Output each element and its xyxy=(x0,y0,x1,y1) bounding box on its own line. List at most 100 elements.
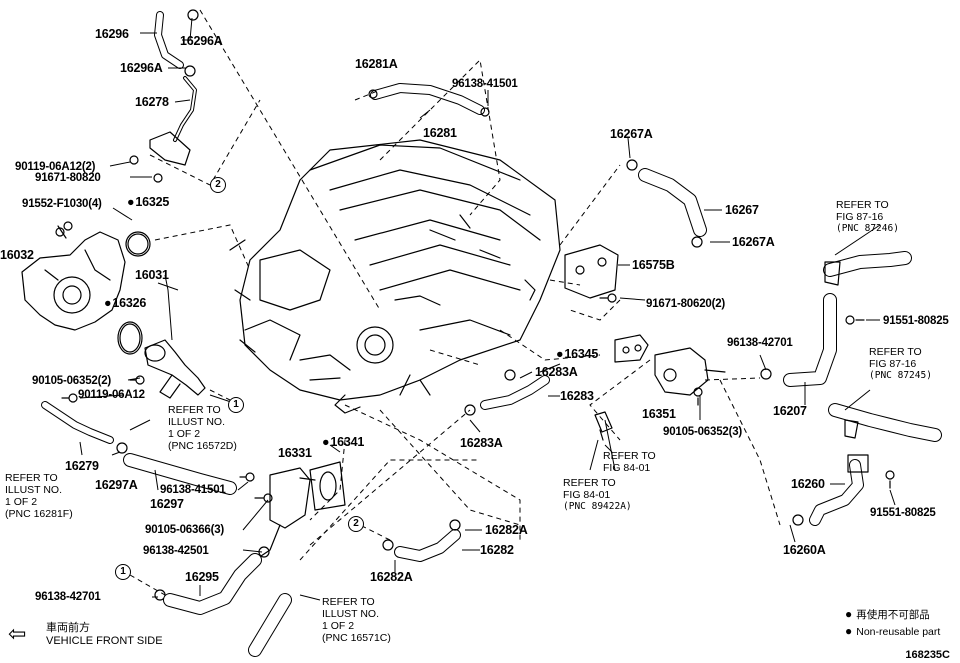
note-line: FIG 84-01 xyxy=(563,489,611,501)
callout-1-bottom: 1 xyxy=(115,564,131,580)
label-16331[interactable]: 16331 xyxy=(278,446,312,460)
label-90119-06A12[interactable]: 90119-06A12 xyxy=(78,389,145,401)
note-line: FIG 84-01 xyxy=(603,462,651,474)
label-16326[interactable]: 16326 xyxy=(104,296,146,310)
label-91671-80820[interactable]: 91671-80820 xyxy=(35,172,101,184)
note-line: (PNC 16571C) xyxy=(322,632,391,644)
label-16296A-2[interactable]: 16296A xyxy=(120,61,163,75)
label-90105-06352-2[interactable]: 90105-06352(2) xyxy=(32,375,112,387)
vehicle-front-indicator: ⇦ 車両前方 VEHICLE FRONT SIDE xyxy=(8,622,163,648)
label-16282A-2[interactable]: 16282A xyxy=(370,570,413,584)
note-line: FIG 87-16 xyxy=(869,358,917,370)
label-16260A[interactable]: 16260A xyxy=(783,543,826,557)
note-ref-fig84-b[interactable]: REFER TO FIG 84-01 (PNC 89422A) xyxy=(563,477,632,513)
note-line: (PNC 16281F) xyxy=(5,508,73,520)
label-91552-F1030[interactable]: 91552-F1030(4) xyxy=(22,198,102,210)
note-ref-fig84-a[interactable]: REFER TO FIG 84-01 xyxy=(603,450,656,474)
note-line: ILLUST NO. xyxy=(322,608,379,620)
note-line: REFER TO xyxy=(836,199,889,211)
label-91671-80620[interactable]: 91671-80620(2) xyxy=(646,298,726,310)
label-96138-42701-a[interactable]: 96138-42701 xyxy=(35,591,101,603)
label-16260[interactable]: 16260 xyxy=(791,477,825,491)
label-16267[interactable]: 16267 xyxy=(725,203,759,217)
vehicle-front-jp: 車両前方 xyxy=(46,622,90,634)
label-96138-41501-b[interactable]: 96138-41501 xyxy=(160,484,226,496)
label-16283A-1[interactable]: 16283A xyxy=(535,365,578,379)
label-16207[interactable]: 16207 xyxy=(773,404,807,418)
label-90119-06A12-2[interactable]: 90119-06A12(2) xyxy=(15,161,96,173)
callout-2-top: 2 xyxy=(210,177,226,193)
bracket-16575B xyxy=(564,244,619,299)
label-96138-42501[interactable]: 96138-42501 xyxy=(143,545,209,557)
label-16341[interactable]: 16341 xyxy=(322,435,364,449)
note-ref-16571C[interactable]: REFER TO ILLUST NO. 1 OF 2 (PNC 16571C) xyxy=(322,596,391,644)
note-ref-fig87-a[interactable]: REFER TO FIG 87-16 (PNC 87246) xyxy=(836,199,899,235)
note-line: FIG 87-16 xyxy=(836,211,884,223)
label-16282[interactable]: 16282 xyxy=(480,543,514,557)
arrow-left-icon: ⇦ xyxy=(8,621,27,646)
callout-2-bottom: 2 xyxy=(348,516,364,532)
clamp-16296A-top xyxy=(187,9,199,21)
label-91551-80825-b[interactable]: 91551-80825 xyxy=(870,507,936,519)
label-16295[interactable]: 16295 xyxy=(185,570,219,584)
label-16351[interactable]: 16351 xyxy=(642,407,676,421)
note-line: REFER TO xyxy=(563,477,616,489)
legend-line-en: Non-reusable part xyxy=(845,623,940,640)
drawing-code: 168235C xyxy=(905,649,950,661)
label-96138-41501-a[interactable]: 96138-41501 xyxy=(452,78,518,90)
note-line: 1 OF 2 xyxy=(168,428,201,440)
legend: 再使用不可部品 Non-reusable part xyxy=(845,606,940,640)
label-16278[interactable]: 16278 xyxy=(135,95,169,109)
label-16281A[interactable]: 16281A xyxy=(355,57,398,71)
note-ref-16281F[interactable]: REFER TO ILLUST NO. 1 OF 2 (PNC 16281F) xyxy=(5,472,73,520)
label-16267A-2[interactable]: 16267A xyxy=(732,235,775,249)
note-line: ILLUST NO. xyxy=(168,416,225,428)
label-16345[interactable]: 16345 xyxy=(556,347,598,361)
label-90105-06352-3[interactable]: 90105-06352(3) xyxy=(663,426,743,438)
label-16297A[interactable]: 16297A xyxy=(95,478,138,492)
label-16281[interactable]: 16281 xyxy=(423,126,457,140)
label-16031[interactable]: 16031 xyxy=(135,268,169,282)
engine-block-drawing xyxy=(229,139,561,414)
label-16267A-1[interactable]: 16267A xyxy=(610,127,653,141)
callout-1-right: 1 xyxy=(228,397,244,413)
note-line: 1 OF 2 xyxy=(322,620,355,632)
note-line: REFER TO xyxy=(168,404,221,416)
water-pump-drawing xyxy=(21,225,126,331)
legend-line-jp: 再使用不可部品 xyxy=(845,606,940,623)
water-outlet-16351 xyxy=(654,347,726,396)
label-16283[interactable]: 16283 xyxy=(560,389,594,403)
note-line: REFER TO xyxy=(5,472,58,484)
label-16297[interactable]: 16297 xyxy=(150,497,184,511)
water-inlet-16031-drawing xyxy=(144,339,206,399)
label-16575B[interactable]: 16575B xyxy=(632,258,675,272)
note-line: (PNC 16572D) xyxy=(168,440,237,452)
note-line: (PNC 89422A) xyxy=(563,501,632,512)
note-line: REFER TO xyxy=(322,596,375,608)
label-91551-80825-a[interactable]: 91551-80825 xyxy=(883,315,949,327)
vehicle-front-en: VEHICLE FRONT SIDE xyxy=(46,635,163,647)
o-ring-16326 xyxy=(117,321,143,355)
label-16325[interactable]: 16325 xyxy=(127,195,169,209)
label-16282A-1[interactable]: 16282A xyxy=(485,523,528,537)
label-16296A-1[interactable]: 16296A xyxy=(180,34,223,48)
label-16032[interactable]: 16032 xyxy=(0,248,34,262)
note-line: REFER TO xyxy=(603,450,656,462)
note-ref-fig87-b[interactable]: REFER TO FIG 87-16 (PNC 87245) xyxy=(869,346,932,382)
clamp-16296A xyxy=(184,65,196,77)
label-90105-06366[interactable]: 90105-06366(3) xyxy=(145,524,225,536)
gasket-16345 xyxy=(614,334,649,363)
note-line: 1 OF 2 xyxy=(5,496,38,508)
note-line: (PNC 87246) xyxy=(836,223,899,234)
label-16283A-2[interactable]: 16283A xyxy=(460,436,503,450)
note-ref-16572D[interactable]: REFER TO ILLUST NO. 1 OF 2 (PNC 16572D) xyxy=(168,404,237,452)
note-line: ILLUST NO. xyxy=(5,484,62,496)
label-16296[interactable]: 16296 xyxy=(95,27,129,41)
thermostat-housing-16331 xyxy=(254,461,346,561)
note-line: REFER TO xyxy=(869,346,922,358)
note-line: (PNC 87245) xyxy=(869,370,932,381)
label-16279[interactable]: 16279 xyxy=(65,459,99,473)
label-96138-42701-b[interactable]: 96138-42701 xyxy=(727,337,793,349)
